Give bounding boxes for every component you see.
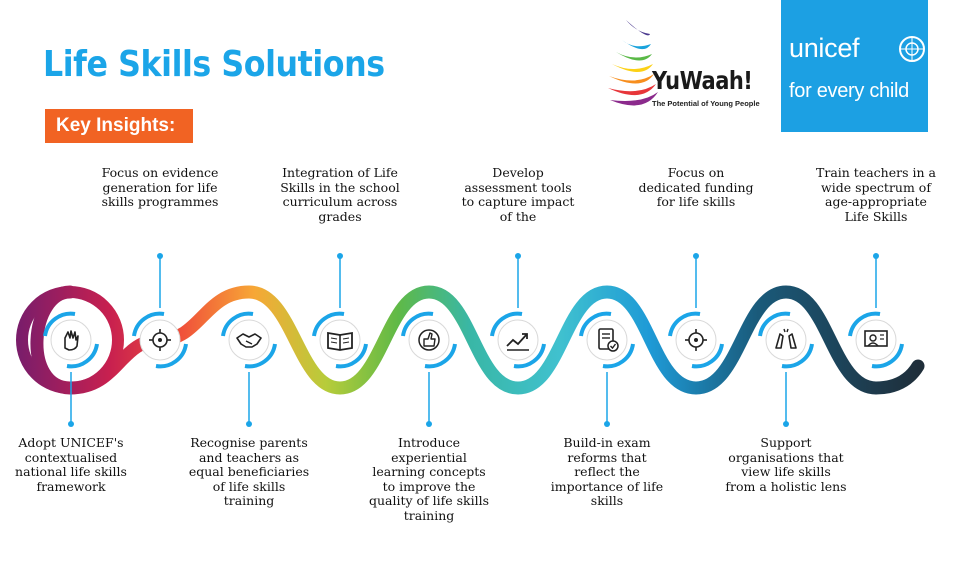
unicef-emblem-icon (899, 36, 925, 62)
node-arc (43, 311, 76, 337)
insight-text: Introduce experiential learning concepts… (368, 435, 490, 523)
insight-node (758, 311, 814, 369)
node-arc (424, 343, 457, 369)
insight-connector-dot (783, 421, 789, 427)
unicef-wordmark: unicef (789, 33, 860, 63)
insight-text: Integration of Life Skills in the school… (280, 165, 400, 224)
insight-node (579, 311, 635, 369)
node-circle (586, 319, 628, 361)
insight-node (401, 311, 457, 369)
node-arc (312, 311, 345, 337)
insight-text: Support organisations that view life ski… (725, 435, 847, 494)
node-arc (602, 343, 635, 369)
insight-text: Recognise parents and teachers as equal … (188, 435, 310, 508)
node-circle (50, 319, 92, 361)
node-arc (490, 311, 523, 337)
key-insights-badge: Key Insights: (45, 109, 193, 143)
insight-connector-dot (157, 253, 163, 259)
insight-connector-dot (337, 253, 343, 259)
insight-text: Focus on evidence generation for life sk… (101, 165, 219, 209)
insight-text: Develop assessment tools to capture impa… (461, 165, 575, 224)
book-icon (327, 331, 353, 351)
node-arc (132, 311, 165, 337)
page-title: Life Skills Solutions (43, 44, 385, 85)
node-circle (228, 319, 270, 361)
node-arc (401, 311, 434, 337)
node-arc (691, 343, 724, 369)
node-arc (781, 343, 814, 369)
node-arc (244, 343, 277, 369)
node-circle (408, 319, 450, 361)
node-arc (848, 311, 881, 337)
growth-chart-icon (506, 333, 529, 351)
insight-connector-dot (604, 421, 610, 427)
node-arc (66, 343, 99, 369)
insight-text: Focus on dedicated funding for life skil… (638, 165, 754, 209)
insight-node (668, 311, 724, 369)
insight-connector-dot (246, 421, 252, 427)
yuwaah-tagline: The Potential of Young People (652, 99, 760, 108)
insight-node (132, 311, 188, 369)
node-arc (221, 311, 254, 337)
node-circle (765, 319, 807, 361)
insight-connector-dot (873, 253, 879, 259)
insight-node (848, 311, 904, 369)
node-arc (513, 343, 546, 369)
yuwaah-wordmark: YuWaah! (652, 66, 753, 95)
node-circle (497, 319, 539, 361)
insight-text: Train teachers in a wide spectrum of age… (816, 165, 936, 224)
teacher-icon (864, 330, 888, 347)
insight-connector-dot (693, 253, 699, 259)
unicef-tagline: for every child (789, 80, 909, 102)
insight-node (490, 311, 546, 369)
hand-icon (64, 330, 79, 351)
insight-connector-dot (515, 253, 521, 259)
node-arc (758, 311, 791, 337)
insight-node (43, 311, 99, 369)
insight-text: Build-in exam reforms that reflect the i… (550, 435, 664, 508)
yuwaah-logo (608, 20, 658, 106)
node-arc (155, 343, 188, 369)
node-arc (668, 311, 701, 337)
target-icon (149, 329, 171, 351)
node-arc (871, 343, 904, 369)
insight-connector-dot (68, 421, 74, 427)
node-arc (579, 311, 612, 337)
insight-text: Adopt UNICEF's contextualised national l… (15, 435, 127, 494)
target-icon (685, 329, 707, 351)
insight-node (221, 311, 277, 369)
insight-connector-dot (426, 421, 432, 427)
high-five-icon (775, 328, 797, 349)
handshake-icon (236, 333, 262, 348)
unicef-logo: unicef for every child (781, 0, 928, 132)
thumbs-up-icon (418, 329, 440, 351)
checklist-icon (598, 328, 619, 352)
insight-node (312, 311, 368, 369)
node-arc (335, 343, 368, 369)
